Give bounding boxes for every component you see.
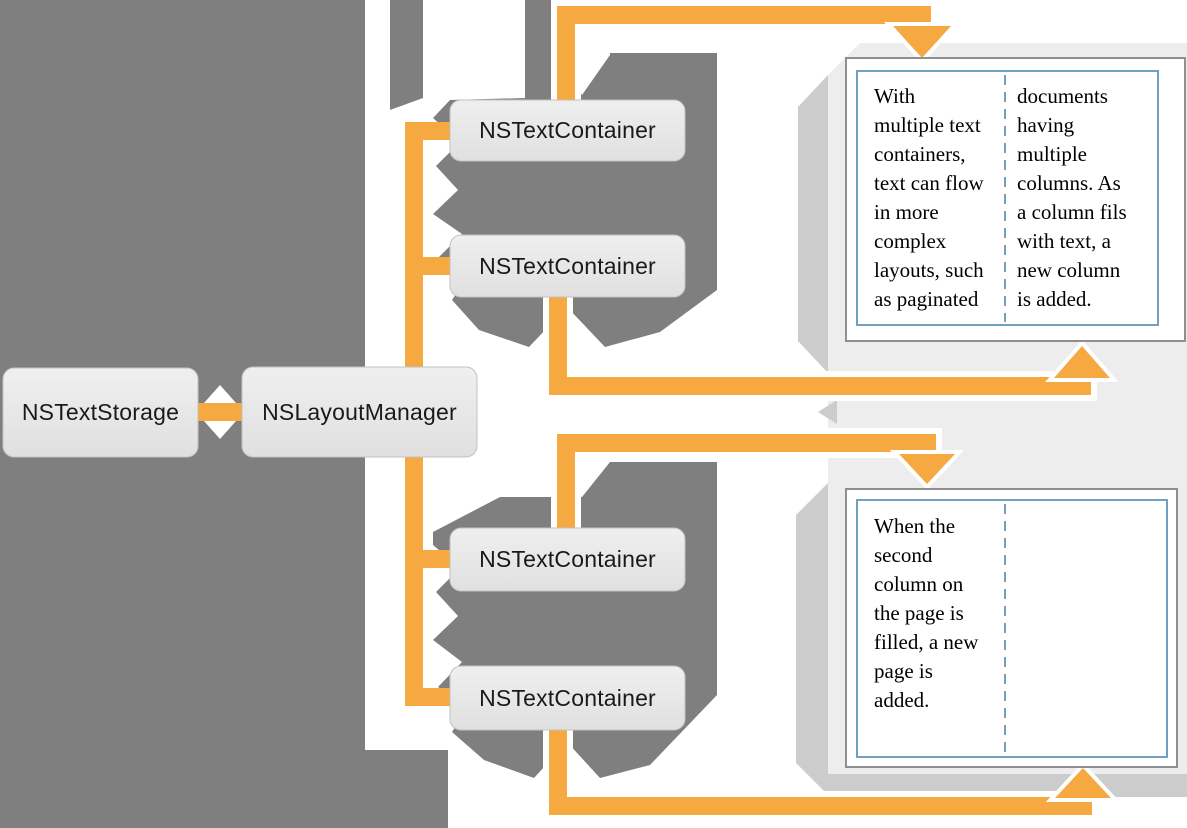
panel-band-chevron [818, 400, 837, 424]
storage-layout-link [198, 403, 242, 421]
connector-page2-top-arrow [557, 434, 936, 528]
box-nslayoutmanager [241, 366, 478, 458]
arrowhead-up-page1 [1045, 339, 1119, 382]
arrowhead-up-page2 [1045, 762, 1121, 802]
arrowheads [883, 22, 1121, 802]
object-boxes [2, 99, 686, 731]
box-nstextcontainer-4 [449, 665, 686, 731]
connector-top-arrow [557, 6, 931, 100]
box-nstextcontainer-3 [449, 527, 686, 592]
box-nstextcontainer-2 [449, 234, 686, 298]
box-nstextcontainer-1 [449, 99, 686, 162]
page1-text-frame [856, 70, 1159, 326]
box-nstextstorage [2, 367, 199, 458]
arrowhead-down-page1 [883, 22, 961, 64]
page-1 [845, 57, 1186, 342]
arrowhead-down-page2 [889, 450, 965, 490]
gray-finger [390, 0, 423, 110]
page-2 [845, 488, 1178, 768]
page2-text-frame [856, 499, 1168, 758]
panel-band-page1 [798, 75, 828, 373]
gray-bottom-closure [0, 750, 448, 828]
